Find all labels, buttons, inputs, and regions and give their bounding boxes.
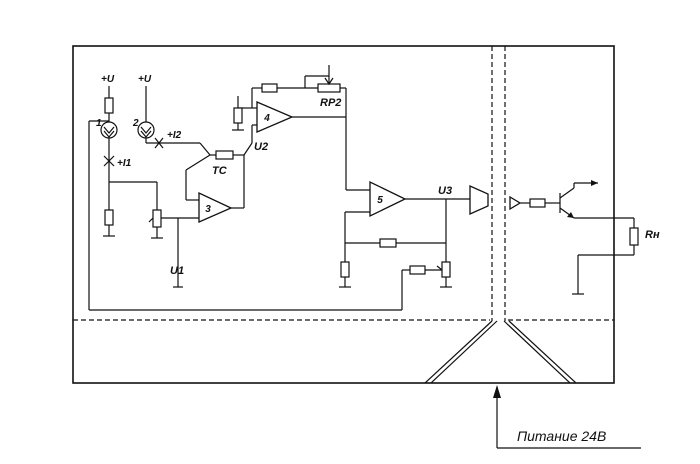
- opamp-5-label: 5: [377, 195, 383, 206]
- i1-label: +I1: [117, 158, 132, 169]
- power-input: Питание 24В: [493, 385, 641, 449]
- u1-label: U1: [170, 265, 184, 277]
- thermocouple: TC U2: [185, 141, 268, 209]
- opamp-5: 5 U3: [339, 180, 489, 310]
- opamp-3-label: 3: [205, 204, 211, 215]
- left-supply: +U 1 +I1 +U 2: [88, 74, 402, 311]
- rp2-label: RP2: [320, 97, 341, 109]
- receiver-circuit: Rн: [509, 180, 660, 295]
- node-2-label: 2: [132, 118, 139, 129]
- tc-label: TC: [212, 165, 228, 177]
- plus-u-label-2: +U: [138, 74, 152, 85]
- u3-label: U3: [438, 185, 452, 197]
- plus-u-label-1: +U: [101, 74, 115, 85]
- i2-label: +I2: [167, 130, 182, 141]
- node-1-label: 1: [96, 118, 102, 129]
- rn-label: Rн: [645, 229, 660, 241]
- opamp-4-label: 4: [263, 113, 270, 124]
- opamp-3: 3 U1: [161, 191, 233, 288]
- opamp-4: 4 RP2: [232, 65, 347, 190]
- u2-label: U2: [254, 141, 268, 153]
- device-enclosure: [72, 45, 615, 384]
- power-label: Питание 24В: [517, 428, 606, 444]
- internal-boundaries: [73, 46, 614, 384]
